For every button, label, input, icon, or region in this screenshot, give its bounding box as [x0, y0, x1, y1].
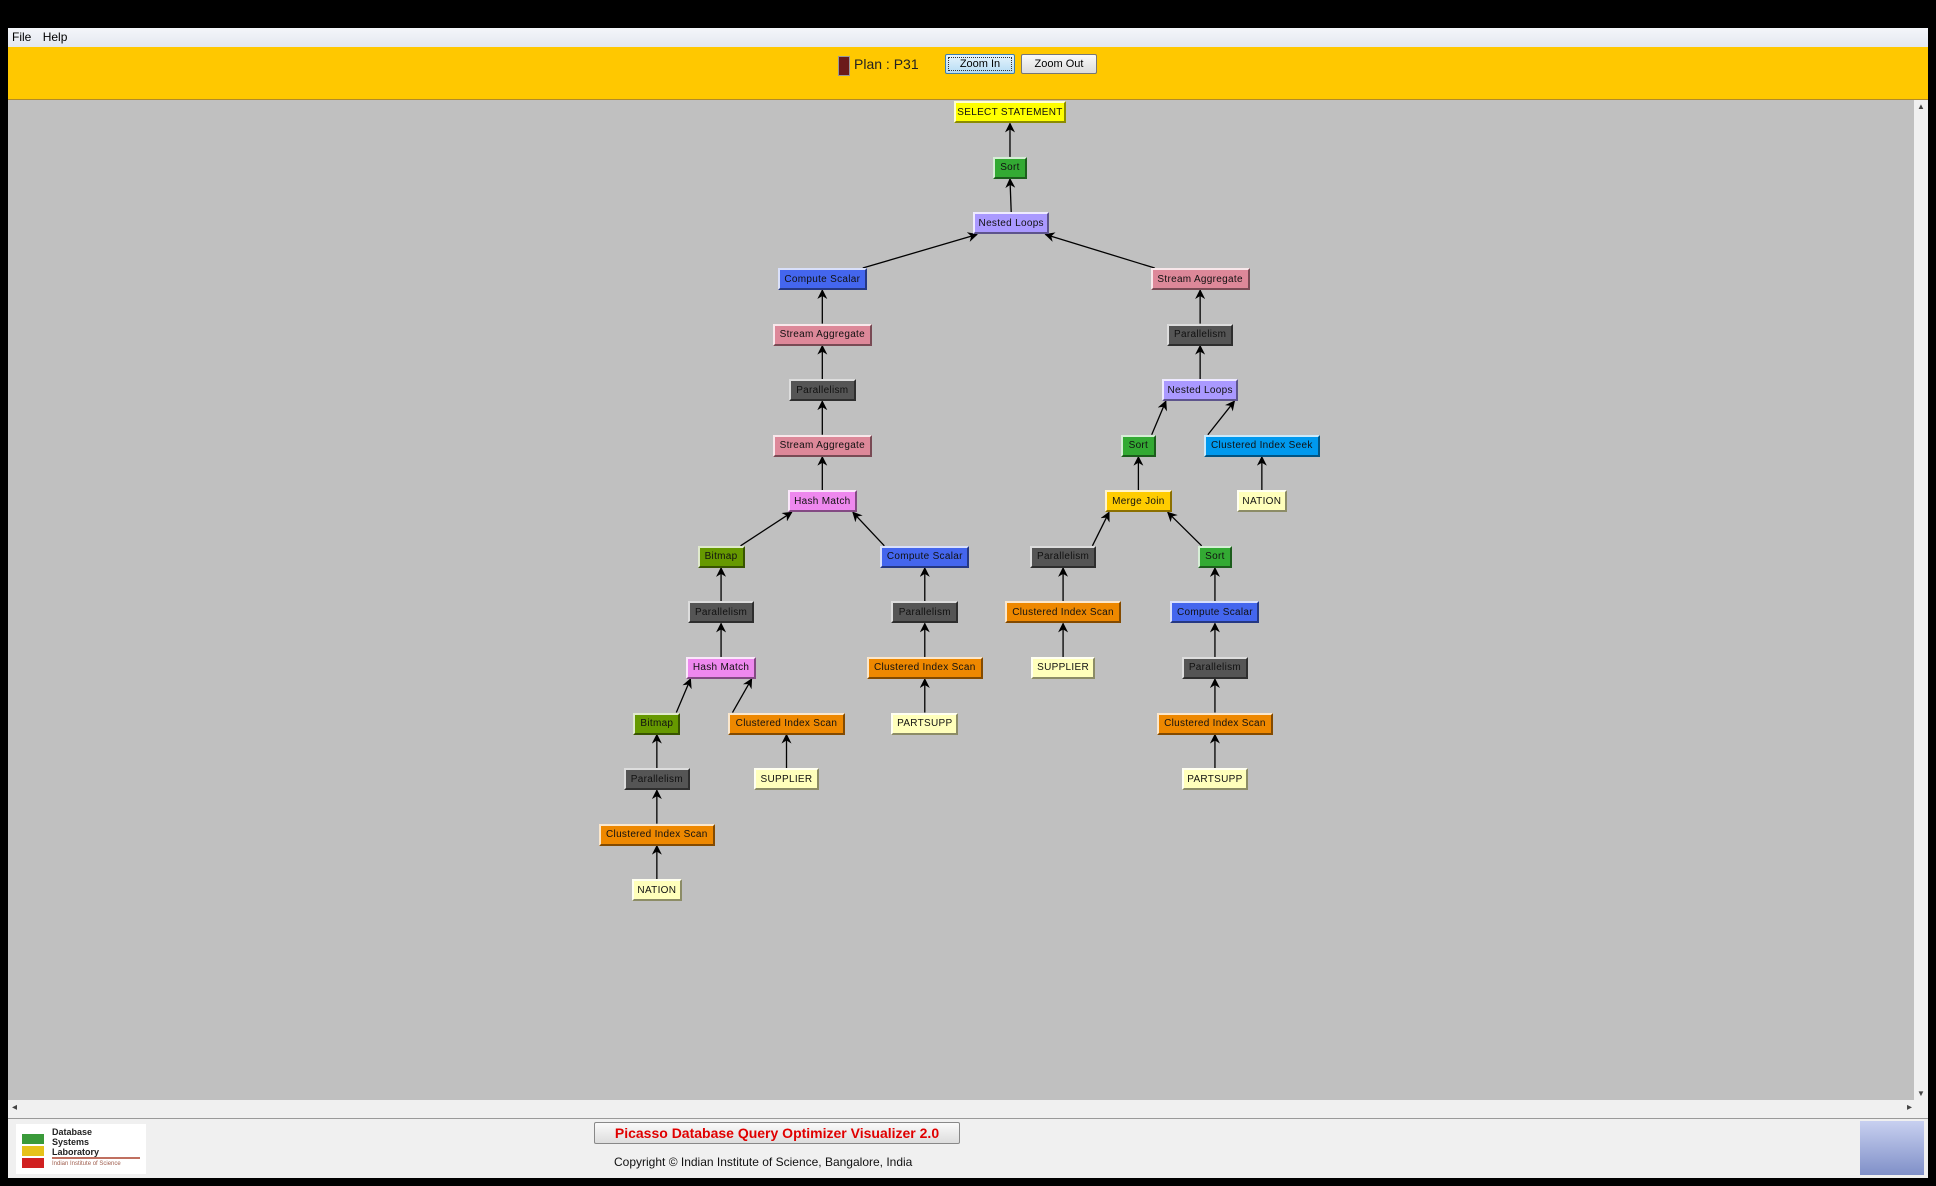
logo-text: Systems	[52, 1137, 90, 1147]
plan-node-clustered-index-scan[interactable]: Clustered Index Scan	[598, 823, 715, 846]
plan-node-select-statement[interactable]: SELECT STATEMENT	[954, 101, 1066, 124]
zoom-in-button[interactable]: Zoom In	[945, 54, 1015, 74]
plan-node-parallelism[interactable]: Parallelism	[891, 601, 959, 624]
plan-node-partsupp[interactable]: PARTSUPP	[1181, 768, 1249, 791]
plan-node-compute-scalar[interactable]: Compute Scalar	[880, 545, 970, 568]
scroll-left-arrow-icon[interactable]: ◂	[12, 1102, 18, 1113]
menu-help[interactable]: Help	[42, 30, 68, 44]
plan-node-hash-match[interactable]: Hash Match	[686, 656, 756, 679]
plan-node-hash-match[interactable]: Hash Match	[787, 490, 857, 513]
plan-edges	[651, 122, 1267, 880]
logo-text: Indian Institute of Science	[52, 1157, 140, 1169]
plan-node-supplier[interactable]: SUPPLIER	[754, 768, 819, 791]
logo-text: Laboratory	[52, 1147, 100, 1157]
zoom-out-button[interactable]: Zoom Out	[1021, 54, 1097, 74]
plan-node-parallelism[interactable]: Parallelism	[1166, 323, 1234, 346]
plan-node-sort[interactable]: Sort	[1121, 434, 1156, 457]
plan-node-bitmap[interactable]: Bitmap	[633, 712, 681, 735]
menu-file[interactable]: File	[12, 30, 32, 44]
plan-node-nested-loops[interactable]: Nested Loops	[1161, 379, 1239, 402]
plan-node-parallelism[interactable]: Parallelism	[687, 601, 755, 624]
plan-edge	[862, 232, 978, 269]
plan-node-parallelism[interactable]: Parallelism	[1029, 545, 1097, 568]
plan-edge	[1091, 511, 1110, 547]
footer: Database Systems Laboratory Indian Insti…	[8, 1119, 1928, 1178]
vertical-scrollbar[interactable]: ▲ ▼	[1914, 100, 1928, 1100]
logo-text: Database	[52, 1127, 93, 1137]
plan-node-merge-join[interactable]: Merge Join	[1105, 490, 1172, 513]
plan-edge	[731, 678, 753, 713]
plan-edge	[1044, 232, 1155, 269]
copyright-text: Copyright © Indian Institute of Science,…	[614, 1155, 913, 1169]
plan-label: Plan : P31	[854, 56, 919, 72]
dsl-logo: Database Systems Laboratory Indian Insti…	[16, 1124, 146, 1174]
plan-node-clustered-index-seek[interactable]: Clustered Index Seek	[1203, 434, 1320, 457]
toolbar: Plan : P31 Zoom In Zoom Out	[8, 47, 1928, 100]
plan-node-stream-aggregate[interactable]: Stream Aggregate	[1150, 268, 1250, 291]
plan-node-supplier[interactable]: SUPPLIER	[1030, 656, 1096, 679]
menu-bar: File Help	[8, 28, 1928, 47]
plan-node-bitmap[interactable]: Bitmap	[697, 545, 745, 568]
plan-node-clustered-index-scan[interactable]: Clustered Index Scan	[1156, 712, 1273, 735]
plan-node-clustered-index-scan[interactable]: Clustered Index Scan	[866, 656, 983, 679]
plan-edge	[675, 678, 692, 713]
plan-node-clustered-index-scan[interactable]: Clustered Index Scan	[728, 712, 845, 735]
plan-node-nation[interactable]: NATION	[632, 879, 682, 902]
plan-node-nation[interactable]: NATION	[1237, 490, 1287, 513]
plan-node-compute-scalar[interactable]: Compute Scalar	[1170, 601, 1260, 624]
app-title-button[interactable]: Picasso Database Query Optimizer Visuali…	[594, 1122, 960, 1144]
plan-node-sort[interactable]: Sort	[992, 156, 1028, 179]
plan-node-stream-aggregate[interactable]: Stream Aggregate	[772, 323, 872, 346]
plan-node-parallelism[interactable]: Parallelism	[623, 768, 691, 791]
plan-node-clustered-index-scan[interactable]: Clustered Index Scan	[1005, 601, 1122, 624]
plan-node-parallelism[interactable]: Parallelism	[1181, 656, 1249, 679]
plan-edge	[1151, 400, 1167, 435]
plan-edge	[1005, 177, 1016, 213]
plan-node-sort[interactable]: Sort	[1197, 545, 1233, 568]
plan-edge	[1207, 400, 1236, 436]
plan-node-partsupp[interactable]: PARTSUPP	[891, 712, 959, 735]
plan-edge	[740, 511, 793, 547]
scroll-right-arrow-icon[interactable]: ▸	[1906, 1102, 1912, 1113]
plan-color-swatch	[838, 56, 850, 76]
horizontal-scrollbar[interactable]: ◂ ▸	[8, 1100, 1928, 1119]
plan-node-parallelism[interactable]: Parallelism	[788, 379, 856, 402]
scroll-up-arrow-icon[interactable]: ▲	[1917, 102, 1925, 111]
plan-edge	[1167, 511, 1203, 547]
plan-edge	[852, 511, 885, 547]
scroll-down-arrow-icon[interactable]: ▼	[1917, 1089, 1925, 1098]
plan-node-nested-loops[interactable]: Nested Loops	[972, 212, 1050, 235]
iisc-emblem-logo	[1860, 1121, 1924, 1175]
plan-node-stream-aggregate[interactable]: Stream Aggregate	[772, 434, 872, 457]
plan-node-compute-scalar[interactable]: Compute Scalar	[777, 268, 867, 291]
